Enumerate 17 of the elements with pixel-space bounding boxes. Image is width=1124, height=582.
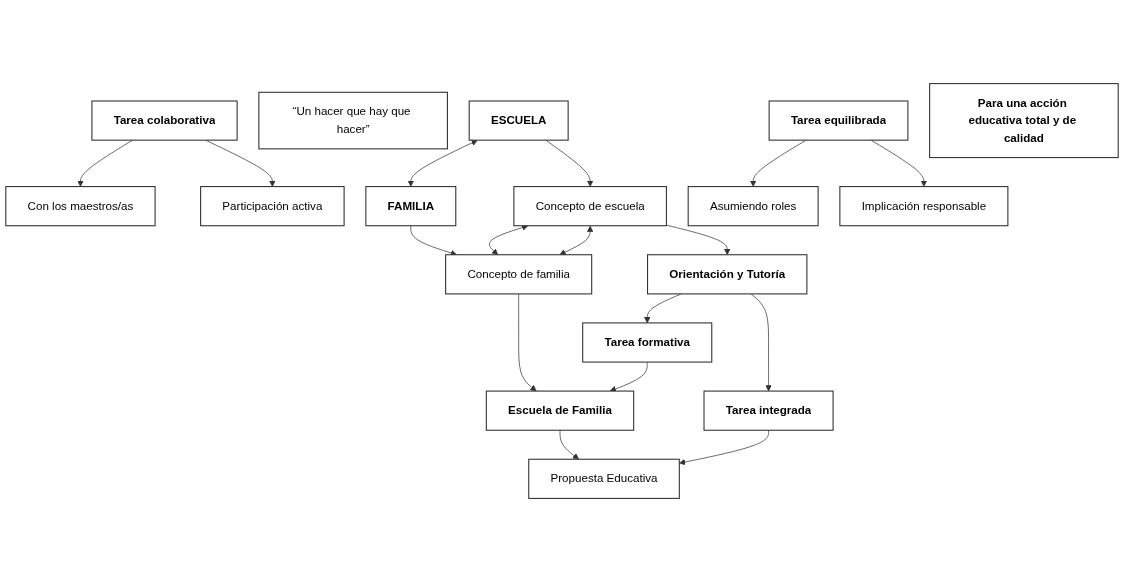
node-box: Concepto de escuela [513, 186, 667, 227]
node-box: Participación activa [200, 186, 345, 227]
node-box: Con los maestros/as [5, 186, 156, 227]
node-box: Tarea formativa [582, 322, 713, 363]
node-box: ESCUELA [468, 100, 569, 141]
node-box: “Un hacer que hay que hacer” [258, 91, 448, 150]
node-box: Tarea integrada [703, 390, 834, 431]
node-box: Concepto de familia [445, 254, 593, 295]
node-box: FAMILIA [365, 186, 457, 227]
node-box: Tarea equilibrada [768, 100, 909, 141]
node-box: Escuela de Familia [485, 390, 635, 431]
node-box: Implicación responsable [839, 186, 1009, 227]
node-box: Tarea colaborativa [91, 100, 238, 141]
node-box: Propuesta Educativa [528, 458, 680, 499]
node-box: Asumiendo roles [687, 186, 819, 227]
node-box: Orientación y Tutoría [647, 254, 808, 295]
node-box: Para una acción educativa total y de calidad [929, 83, 1119, 159]
